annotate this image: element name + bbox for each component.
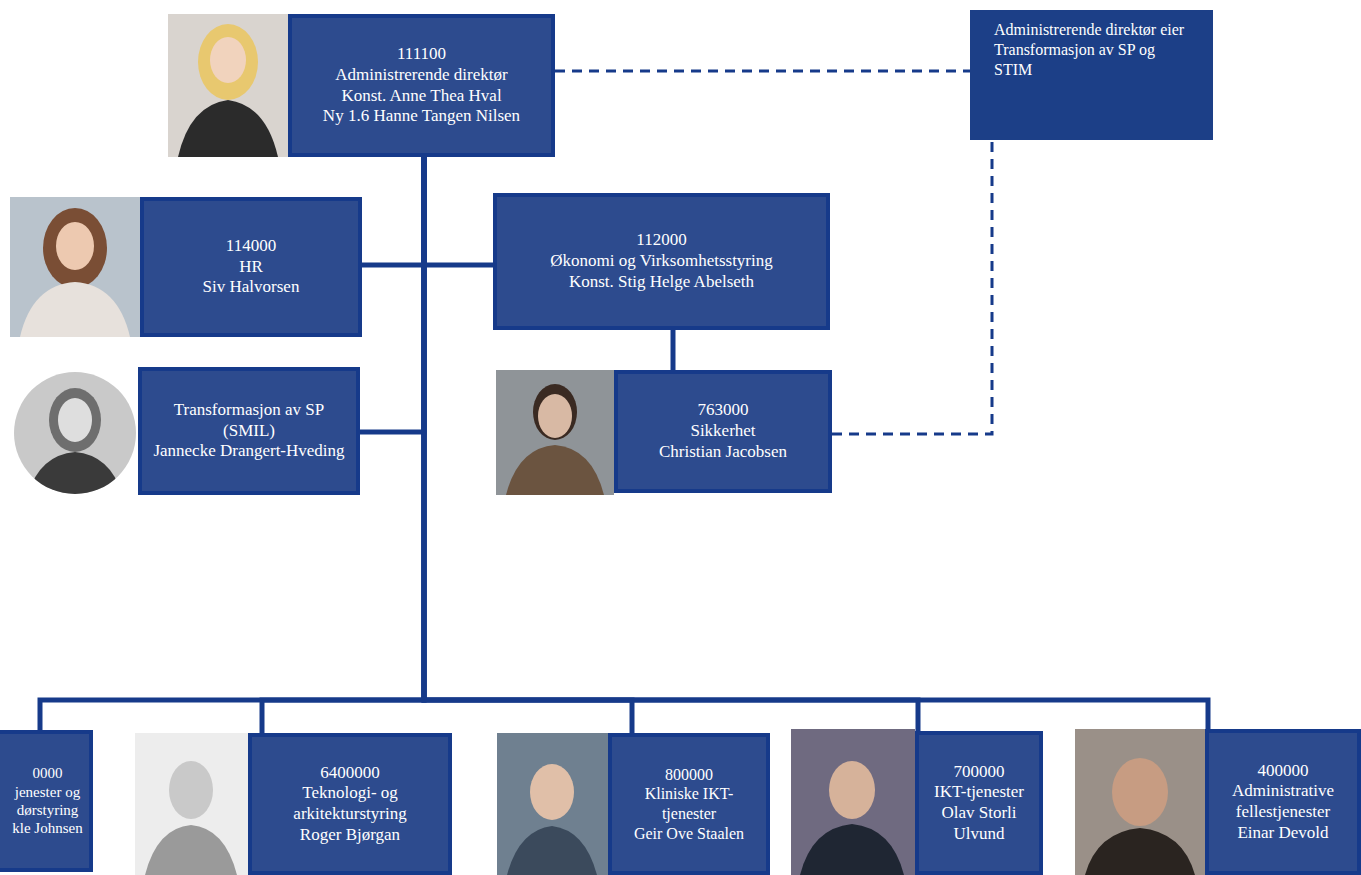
unit-text: Kliniske IKT-tjenester xyxy=(622,784,756,823)
org-connector xyxy=(424,157,918,731)
org-connector xyxy=(40,157,424,730)
portrait-photo xyxy=(1075,729,1205,875)
org-unit-box: 0000jenester og dørstyringkle Johnsen xyxy=(0,730,93,872)
portrait-photo xyxy=(497,733,608,875)
unit-text: Geir Ove Staalen xyxy=(634,824,744,844)
org-connector xyxy=(360,157,424,432)
unit-text: Økonomi og Virksomhetsstyring xyxy=(550,251,773,272)
dashed-connector xyxy=(555,70,970,73)
unit-text: 6400000 xyxy=(320,763,380,784)
unit-text: Roger Bjørgan xyxy=(300,825,400,846)
unit-text: 400000 xyxy=(1258,761,1309,782)
org-connector xyxy=(671,330,676,370)
unit-text: Administrerende direktør xyxy=(335,65,507,86)
portrait-photo xyxy=(14,372,136,494)
unit-text: Konst. Stig Helge Abelseth xyxy=(569,272,754,293)
unit-text: 800000 xyxy=(665,765,713,785)
org-unit-box: 6400000Teknologi- og arkitekturstyringRo… xyxy=(248,733,452,875)
unit-text: 700000 xyxy=(954,762,1005,783)
unit-text: IKT-tjenester xyxy=(934,782,1024,803)
unit-text: 763000 xyxy=(698,400,749,421)
portrait-photo xyxy=(791,729,915,875)
unit-text: jenester og dørstyring xyxy=(10,783,85,820)
unit-text: Teknologi- og arkitekturstyring xyxy=(262,783,438,824)
unit-text: Transformasjon av SP (SMIL) xyxy=(152,400,346,441)
unit-text: kle Johnsen xyxy=(12,819,82,837)
portrait-photo xyxy=(135,733,248,875)
unit-text: Administrative fellestjenester xyxy=(1219,781,1347,822)
unit-text: 112000 xyxy=(636,230,686,251)
unit-text: Konst. Anne Thea Hval xyxy=(341,86,501,107)
portrait-photo xyxy=(10,197,140,337)
org-unit-box: 800000Kliniske IKT-tjenesterGeir Ove Sta… xyxy=(608,733,770,875)
portrait-photo xyxy=(496,370,614,495)
note-box: Administrerende direktør eier Transforma… xyxy=(970,10,1213,140)
org-connector xyxy=(424,157,493,265)
unit-text: Ny 1.6 Hanne Tangen Nilsen xyxy=(323,106,520,127)
unit-text: 114000 xyxy=(226,236,276,257)
org-unit-box: 700000IKT-tjenesterOlav Storli Ulvund xyxy=(915,731,1043,875)
org-unit-box: Transformasjon av SP (SMIL)Jannecke Dran… xyxy=(138,367,360,495)
org-unit-box: 112000Økonomi og VirksomhetsstyringKonst… xyxy=(493,193,830,330)
org-unit-box: 763000SikkerhetChristian Jacobsen xyxy=(614,370,832,493)
unit-text: 0000 xyxy=(33,764,63,782)
unit-text: Sikkerhet xyxy=(690,421,755,442)
unit-text: Olav Storli Ulvund xyxy=(929,803,1029,844)
portrait-photo xyxy=(168,14,288,157)
org-unit-box: 400000Administrative fellestjenesterEina… xyxy=(1205,729,1361,875)
dashed-connector xyxy=(832,140,992,434)
unit-text: Jannecke Drangert-Hveding xyxy=(153,441,344,462)
unit-text: 111100 xyxy=(397,44,446,65)
unit-text: Christian Jacobsen xyxy=(659,442,787,463)
unit-text: HR xyxy=(239,257,263,278)
org-connector xyxy=(424,157,1208,729)
org-unit-box: 114000HRSiv Halvorsen xyxy=(140,197,362,337)
org-unit-box: 111100Administrerende direktørKonst. Ann… xyxy=(288,14,555,157)
org-connector xyxy=(362,157,424,265)
unit-text: Einar Devold xyxy=(1237,823,1328,844)
unit-text: Siv Halvorsen xyxy=(203,277,300,298)
unit-text: Administrerende direktør eier Transforma… xyxy=(994,20,1189,80)
